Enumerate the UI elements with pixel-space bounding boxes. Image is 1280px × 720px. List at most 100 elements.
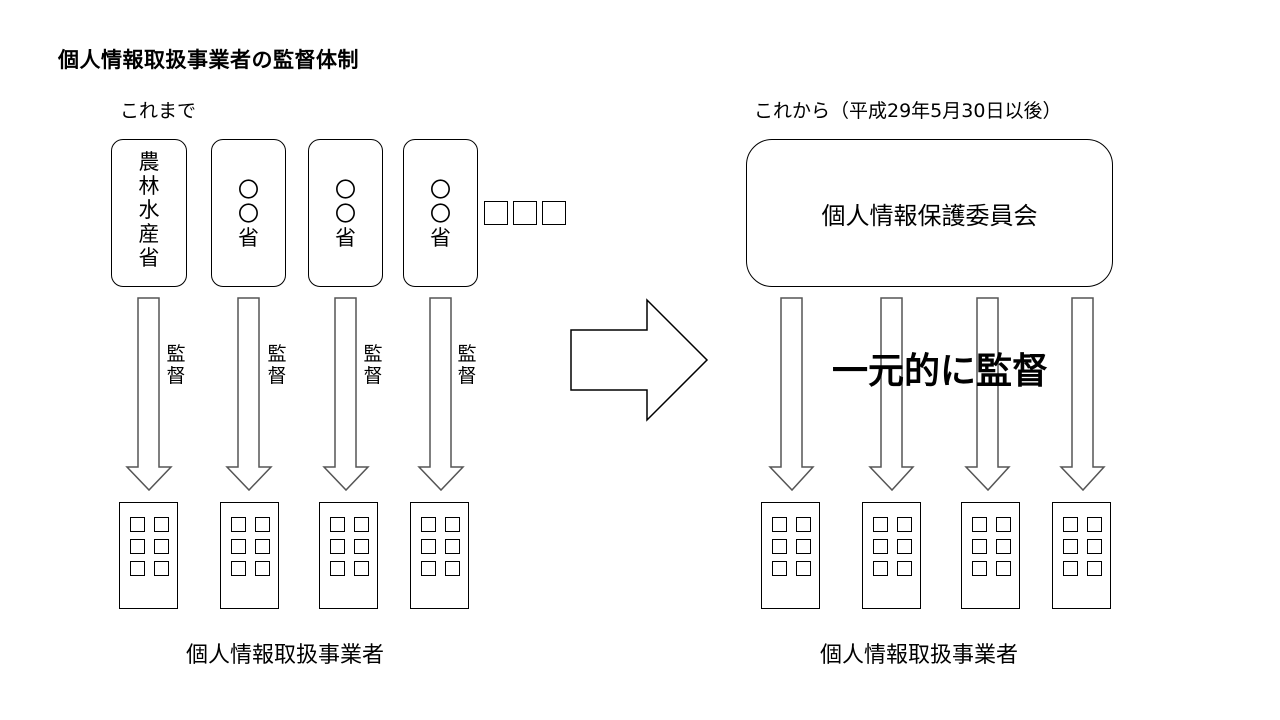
ministry-char: 省 <box>138 246 160 270</box>
down-arrow-icon <box>868 297 915 492</box>
ministry-char: 〇 <box>335 202 356 226</box>
after-label: これから（平成29年5月30日以後） <box>754 100 1062 122</box>
window-icon <box>897 517 912 532</box>
window-icon <box>897 561 912 576</box>
label-char: 督 <box>267 365 287 387</box>
ministry-char: 省 <box>238 226 259 250</box>
window-icon <box>421 517 436 532</box>
window-icon <box>231 517 246 532</box>
ministry-char: 〇 <box>430 202 451 226</box>
ministry-char: 省 <box>430 226 451 250</box>
label-char: 監 <box>363 343 383 365</box>
supervise-label: 監 督 <box>265 343 289 387</box>
window-icon <box>231 561 246 576</box>
businesses-label-after: 個人情報取扱事業者 <box>820 643 1019 668</box>
window-icon <box>354 539 369 554</box>
window-icon <box>154 539 169 554</box>
window-icon <box>796 539 811 554</box>
window-icon <box>255 561 270 576</box>
square-icon <box>542 201 566 225</box>
ellipsis-squares <box>484 201 566 225</box>
ministry-char: 林 <box>138 174 160 198</box>
unified-supervision-label: 一元的に監督 <box>832 351 1049 392</box>
building-icon <box>119 502 178 609</box>
square-icon <box>513 201 537 225</box>
ministry-char: 〇 <box>238 178 259 202</box>
down-arrow-icon <box>322 297 370 492</box>
ministry-char: 農 <box>138 150 160 174</box>
window-icon <box>130 539 145 554</box>
page-title: 個人情報取扱事業者の監督体制 <box>58 48 359 72</box>
down-arrow-icon <box>417 297 465 492</box>
window-icon <box>796 561 811 576</box>
businesses-label-before: 個人情報取扱事業者 <box>186 643 385 668</box>
window-icon <box>873 539 888 554</box>
ministry-char: 産 <box>138 222 160 246</box>
before-label: これまで <box>120 100 197 122</box>
window-icon <box>330 539 345 554</box>
ministry-char: 水 <box>138 198 160 222</box>
window-icon <box>255 539 270 554</box>
ministry-char: 〇 <box>335 178 356 202</box>
window-icon <box>421 561 436 576</box>
window-icon <box>1087 561 1102 576</box>
window-icon <box>445 561 460 576</box>
window-icon <box>354 517 369 532</box>
window-icon <box>421 539 436 554</box>
building-icon <box>319 502 378 609</box>
ministry-box: 〇 〇 省 <box>211 139 286 287</box>
window-icon <box>772 539 787 554</box>
down-arrow-icon <box>964 297 1011 492</box>
window-icon <box>130 517 145 532</box>
window-icon <box>873 561 888 576</box>
window-icon <box>996 517 1011 532</box>
square-icon <box>484 201 508 225</box>
building-icon <box>862 502 921 609</box>
window-icon <box>130 561 145 576</box>
window-icon <box>1063 561 1078 576</box>
window-icon <box>772 517 787 532</box>
label-char: 督 <box>363 365 383 387</box>
ministry-box: 〇 〇 省 <box>403 139 478 287</box>
down-arrow-icon <box>768 297 815 492</box>
window-icon <box>445 539 460 554</box>
window-icon <box>897 539 912 554</box>
building-icon <box>220 502 279 609</box>
label-char: 督 <box>457 365 477 387</box>
window-icon <box>972 517 987 532</box>
window-icon <box>1063 539 1078 554</box>
window-icon <box>1087 517 1102 532</box>
down-arrow-icon <box>1059 297 1106 492</box>
window-icon <box>796 517 811 532</box>
label-char: 監 <box>166 343 186 365</box>
building-icon <box>961 502 1020 609</box>
window-icon <box>330 517 345 532</box>
supervise-label: 監 督 <box>361 343 385 387</box>
ministry-char: 〇 <box>430 178 451 202</box>
window-icon <box>996 539 1011 554</box>
window-icon <box>772 561 787 576</box>
window-icon <box>354 561 369 576</box>
window-icon <box>1087 539 1102 554</box>
supervise-label: 監 督 <box>164 343 188 387</box>
window-icon <box>255 517 270 532</box>
ministry-char: 〇 <box>238 202 259 226</box>
window-icon <box>154 517 169 532</box>
window-icon <box>445 517 460 532</box>
window-icon <box>972 539 987 554</box>
ministry-box-agriculture: 農 林 水 産 省 <box>111 139 187 287</box>
right-arrow-icon <box>570 298 709 422</box>
window-icon <box>972 561 987 576</box>
window-icon <box>231 539 246 554</box>
supervise-label: 監 督 <box>455 343 479 387</box>
window-icon <box>996 561 1011 576</box>
window-icon <box>1063 517 1078 532</box>
committee-box: 個人情報保護委員会 <box>746 139 1113 287</box>
building-icon <box>1052 502 1111 609</box>
ministry-box: 〇 〇 省 <box>308 139 383 287</box>
window-icon <box>330 561 345 576</box>
window-icon <box>154 561 169 576</box>
ministry-char: 省 <box>335 226 356 250</box>
label-char: 監 <box>457 343 477 365</box>
